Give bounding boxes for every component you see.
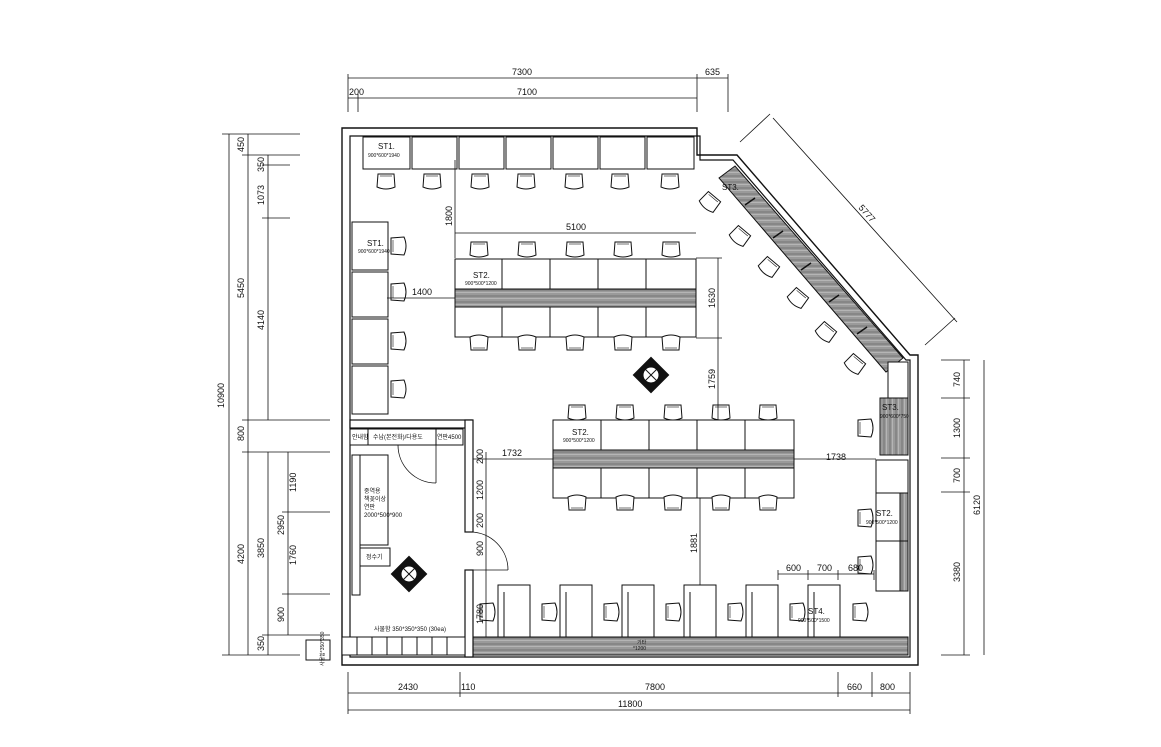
upper-desk-block <box>454 258 697 338</box>
dim-bottom-7800: 7800 <box>645 682 665 692</box>
dim-left-5450: 5450 <box>236 278 246 298</box>
dim-in-200b: 200 <box>475 513 485 528</box>
diagonal-chairs <box>697 190 867 377</box>
dim-bottom-2430: 2430 <box>398 682 418 692</box>
dim-in-5100: 5100 <box>566 222 586 232</box>
dim-bottom-11800: 11800 <box>618 699 642 709</box>
dim-in-200a: 200 <box>475 449 485 464</box>
dim-in-680: 680 <box>848 563 863 573</box>
locker-label: 사물함 350*350*350 (30ea) <box>374 625 446 633</box>
st2-right-size: 900*500*1200 <box>866 520 898 526</box>
dim-in-1759: 1759 <box>707 369 717 389</box>
dim-left-4140: 4140 <box>256 310 266 330</box>
locker-vertical-note: 사물함*350*350 <box>319 631 326 666</box>
dim-right-3380: 3380 <box>952 562 962 582</box>
dim-top-200: 200 <box>349 87 364 97</box>
dim-in-1732: 1732 <box>502 448 522 458</box>
dim-diag-5777: 5777 <box>857 203 878 225</box>
dim-in-1881: 1881 <box>689 533 699 553</box>
diagonal-counter <box>718 165 904 373</box>
st1-top-label: ST1. <box>378 142 395 151</box>
st3-right-label: ST3. <box>882 403 899 412</box>
dim-in-1800: 1800 <box>444 206 454 226</box>
dim-in-1780: 1780 <box>475 604 485 624</box>
dim-bottom-800: 800 <box>880 682 895 692</box>
sink-label: 정수기 <box>366 553 383 561</box>
dim-left-4200: 4200 <box>236 544 246 564</box>
dim-in-1400: 1400 <box>412 287 432 297</box>
office-desk-label-3: 연판 <box>364 503 376 511</box>
left-desk-column <box>351 221 389 415</box>
upper-divider-panel <box>454 288 697 308</box>
office-desk-size: 2000*500*900 <box>364 513 403 519</box>
dim-top-7300: 7300 <box>512 67 532 77</box>
dim-in-900: 900 <box>475 541 485 556</box>
dim-right-1300: 1300 <box>952 418 962 438</box>
column-symbol-lower <box>390 555 428 593</box>
dim-left-450: 450 <box>236 137 246 152</box>
st2-upper-size: 900*500*1200 <box>465 281 497 287</box>
dimension-lines <box>222 74 985 714</box>
locker-row <box>341 636 466 656</box>
dim-left-800: 800 <box>236 426 246 441</box>
dim-left-350b: 350 <box>256 636 266 651</box>
storage-length-label: 연판4500 <box>437 433 462 441</box>
column-symbol-upper <box>632 356 670 394</box>
office-storage <box>349 428 464 596</box>
top-desk-row <box>362 136 695 170</box>
storage-shelf-label: 수납(본전화)/다용도 <box>373 433 423 441</box>
dim-left-1073: 1073 <box>256 185 266 205</box>
st4-label: ST4. <box>808 607 825 616</box>
office-room-walls <box>349 419 474 658</box>
dim-in-1630: 1630 <box>707 288 717 308</box>
cabinet-size: *1200 <box>633 646 646 652</box>
dim-bottom-660: 660 <box>847 682 862 692</box>
middle-desk-block <box>552 419 795 499</box>
dim-left-10900: 10900 <box>216 383 226 408</box>
building-walls <box>341 127 919 666</box>
dim-right-6120: 6120 <box>972 495 982 515</box>
st1-top-size: 900*600*1940 <box>368 153 400 159</box>
st2-mid-size: 900*500*1200 <box>563 438 595 444</box>
dim-left-2950: 2950 <box>276 515 286 535</box>
bottom-desk-row <box>497 584 841 638</box>
top-chairs <box>376 173 680 190</box>
office-desk-label-1: 중역용 <box>364 487 381 495</box>
dim-left-1760: 1760 <box>288 545 298 565</box>
dim-left-350a: 350 <box>256 157 266 172</box>
dim-bottom-110: 110 <box>461 682 475 692</box>
dim-top-635: 635 <box>705 67 720 77</box>
office-door <box>397 444 509 571</box>
st2-upper-label: ST2. <box>473 271 490 280</box>
dim-in-1738: 1738 <box>826 452 846 462</box>
st3-right-size: 900*600*750 <box>880 414 909 420</box>
dim-left-900: 900 <box>276 607 286 622</box>
reception-label: 안내함 <box>352 433 369 441</box>
cabinet-label: 기타 <box>637 639 647 646</box>
right-wall-units <box>875 361 909 592</box>
st3-diag-label: ST3. <box>722 183 739 192</box>
dim-in-600: 600 <box>786 563 801 573</box>
st2-mid-label: ST2. <box>572 428 589 437</box>
dim-in-700: 700 <box>817 563 832 573</box>
office-desk-label-2: 책꽂이상 <box>364 495 387 503</box>
dim-left-3850: 3850 <box>256 538 266 558</box>
st1-left-size: 900*600*1940 <box>358 249 390 255</box>
st2-right-label: ST2. <box>876 509 893 518</box>
dim-left-1190: 1190 <box>288 473 298 492</box>
left-chairs <box>390 236 407 399</box>
dim-in-1200: 1200 <box>475 480 485 500</box>
st1-left-label: ST1. <box>367 239 384 248</box>
st4-size: 900*500*1500 <box>798 618 830 624</box>
bottom-back-panel <box>469 636 909 656</box>
middle-divider-panel <box>552 449 795 469</box>
dim-top-7100: 7100 <box>517 87 537 97</box>
locker-side <box>305 639 331 661</box>
dim-right-700: 700 <box>952 468 962 483</box>
dim-right-740: 740 <box>952 372 962 387</box>
right-chairs <box>857 418 874 575</box>
